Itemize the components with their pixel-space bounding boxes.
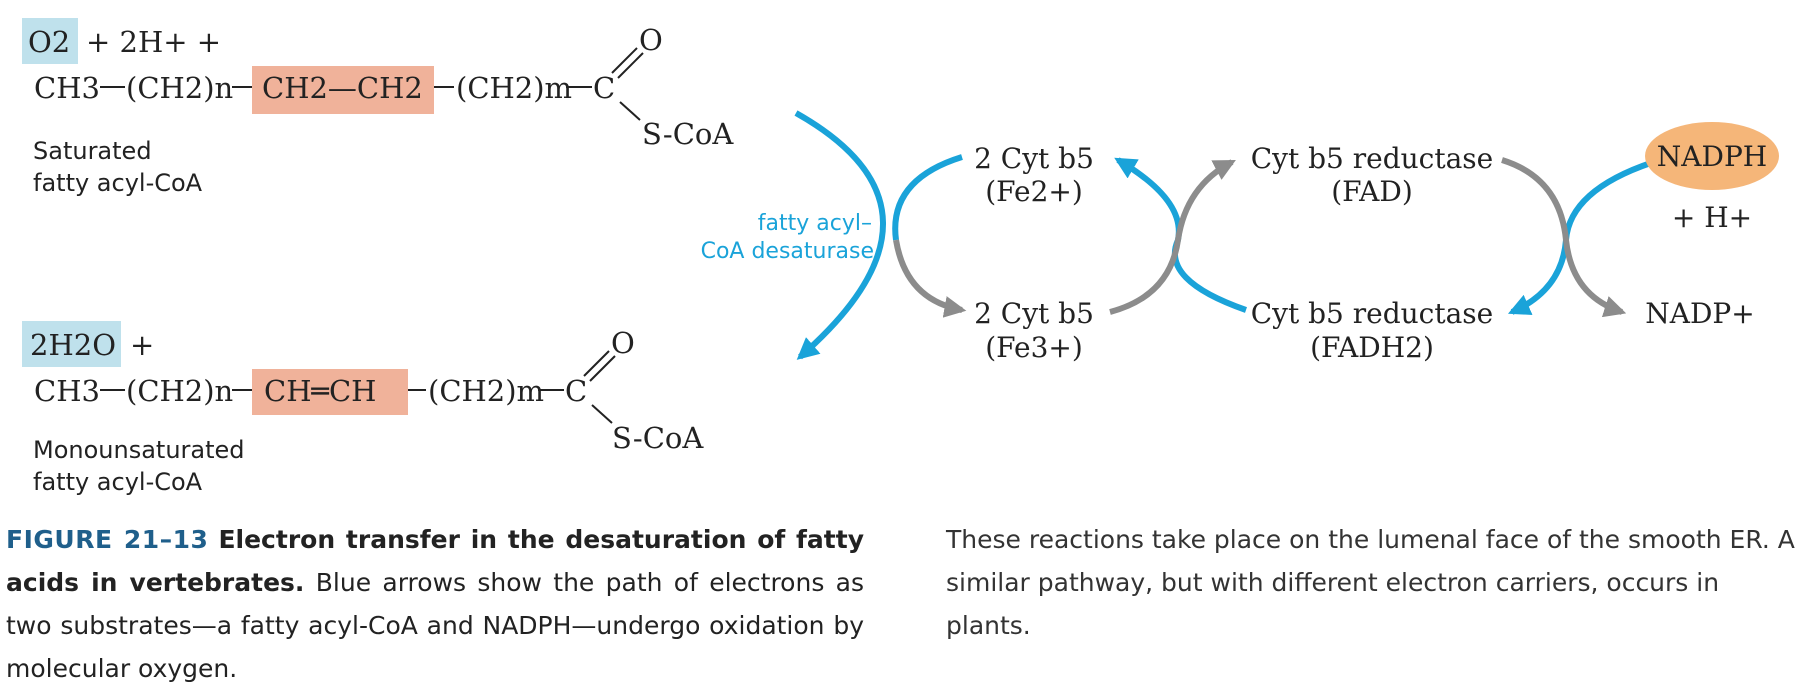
bottom-bond-scoa [591,404,613,424]
bottom-double-bond-b [589,355,616,382]
cyt-fe2-blue-arc [892,154,963,241]
monounsaturated-label-line1: Monounsaturated [33,436,245,464]
monounsaturated-label-line2: fatty acyl-CoA [33,468,203,496]
bottom-scoa: S-CoA [612,421,704,455]
h2o-highlight-box [22,321,121,367]
nadph-label: NADPH [1657,140,1767,173]
figure-caption: FIGURE 21–13 Electron transfer in the de… [6,518,864,690]
top-bond-highlight-box [252,66,434,114]
nadp-label: NADP+ [1645,297,1754,330]
top-double-bond-b [617,52,644,79]
bottom-bond-highlight-box [252,369,408,415]
side-note: These reactions take place on the lumena… [946,525,1795,640]
bottom-ch3: CH3 [34,374,100,408]
cyt-b5-fe3: 2 Cyt b5 (Fe3+) [974,297,1094,364]
top-ch2n: (CH2)n [126,71,233,105]
o2-highlight-box [22,18,78,64]
bottom-oxygen: O [611,326,635,360]
top-mid-group: CH2—CH2 [262,71,423,105]
svg-text:(FADH2): (FADH2) [1310,331,1434,364]
enzyme-label-line1: fatty acyl– [758,211,872,236]
cyt-to-reductase-gray-arrow [1109,159,1236,315]
h-plus-label: + H+ [1672,201,1752,234]
cyt-b5-reductase-fadh2: Cyt b5 reductase (FADH2) [1251,297,1494,364]
top-bond-scoa [619,101,641,121]
saturated-label-line2: fatty acyl-CoA [33,169,203,197]
bottom-ch2m: (CH2)m [428,374,544,408]
top-carbon: C [593,71,615,105]
cyt-b5-reductase-fad: Cyt b5 reductase (FAD) [1251,142,1494,208]
nadph-highlight-oval [1645,122,1779,190]
h2o-label: 2H2O [30,328,116,362]
bottom-double-bond-a [583,350,610,377]
bottom-carbon: C [565,374,587,408]
svg-text:Cyt b5 reductase: Cyt b5 reductase [1251,297,1494,330]
top-ch2m: (CH2)m [456,71,572,105]
svg-text:(Fe2+): (Fe2+) [985,175,1083,208]
plus-2h-label: + 2H+ + [86,25,221,59]
desaturase-blue-arrow [794,110,886,360]
top-scoa: S-CoA [642,117,734,151]
top-double-bond-a [611,47,638,74]
cyt-fe3-gray-arrow [893,239,967,318]
figure-title: Electron transfer in the desaturation of… [6,525,864,597]
svg-text:(FAD): (FAD) [1331,175,1413,208]
figure-number: FIGURE 21–13 [6,525,209,554]
svg-text:(Fe3+): (Fe3+) [985,331,1083,364]
bottom-plus: + [130,328,154,362]
svg-text:Cyt b5 reductase: Cyt b5 reductase [1251,142,1494,175]
top-ch3: CH3 [34,71,100,105]
reductase-gray-arrow [1501,157,1627,318]
enzyme-label-line2: CoA desaturase [701,239,874,264]
saturated-label-line1: Saturated [33,137,152,165]
reaction-diagram: O2 + 2H+ + CH3 (CH2)n CH2—CH2 (CH2)m C O… [22,18,1779,496]
top-oxygen: O [639,23,663,57]
reductase-to-cyt-blue-arrow [1114,157,1247,313]
bottom-ch2n: (CH2)n [126,374,233,408]
cyt-b5-fe2: 2 Cyt b5 (Fe2+) [974,142,1094,208]
svg-text:2 Cyt b5: 2 Cyt b5 [974,142,1094,175]
svg-text:2 Cyt b5: 2 Cyt b5 [974,297,1094,330]
bottom-mid-group: CH═CH [264,374,376,408]
o2-label: O2 [28,25,70,59]
